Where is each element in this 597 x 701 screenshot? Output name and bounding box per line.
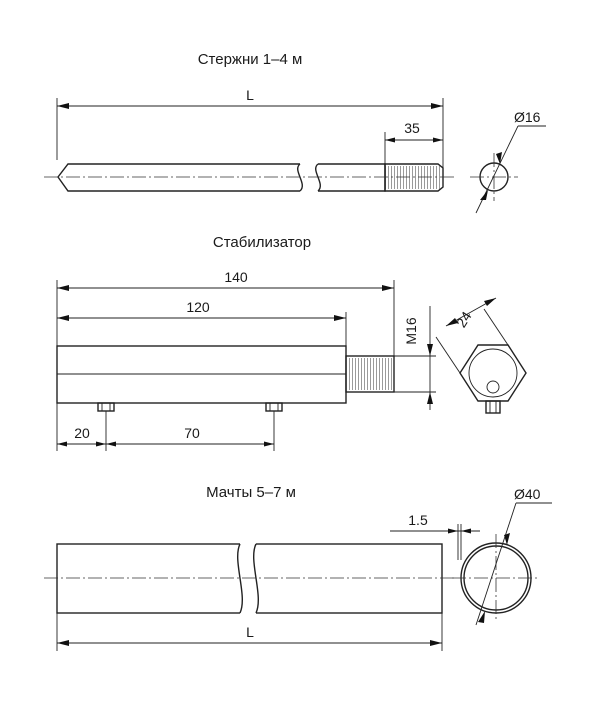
stabilizer-section: Стабилизатор 140 120 xyxy=(56,234,527,451)
masts-wall-label: 1.5 xyxy=(408,512,428,528)
stabilizer-overall-label: 140 xyxy=(224,269,248,285)
stabilizer-title: Стабилизатор xyxy=(213,234,311,251)
rods-title: Стержни 1–4 м xyxy=(198,51,303,68)
stabilizer-thread xyxy=(348,358,393,390)
masts-length-label: L xyxy=(246,624,254,640)
rod-body-right xyxy=(318,163,386,192)
rod-body-left xyxy=(57,163,300,192)
masts-title: Мачты 5–7 м xyxy=(206,484,296,501)
rod-thread xyxy=(385,166,440,189)
masts-diameter-leader xyxy=(475,502,517,626)
masts-section: Мачты 5–7 м L 1.5 Ø40 xyxy=(44,484,552,651)
rods-thread-length-label: 35 xyxy=(404,120,420,136)
stabilizer-body-label: 120 xyxy=(186,299,210,315)
stabilizer-hex-label: 24 xyxy=(453,308,475,330)
stabilizer-thread-label: M16 xyxy=(403,317,419,344)
rod-break-line xyxy=(297,163,321,192)
stabilizer-foot-left xyxy=(97,402,115,412)
stabilizer-spacing-label: 70 xyxy=(184,425,200,441)
stabilizer-hex-end-view xyxy=(459,344,527,414)
rods-length-label: L xyxy=(246,87,254,103)
stabilizer-foot-right xyxy=(265,402,283,412)
stabilizer-body xyxy=(56,345,347,404)
rods-section: Стержни 1–4 м L 35 Ø16 xyxy=(44,51,546,214)
rods-diameter-label: Ø16 xyxy=(514,109,541,125)
masts-diameter-label: Ø40 xyxy=(514,486,541,502)
stabilizer-offset-label: 20 xyxy=(74,425,90,441)
